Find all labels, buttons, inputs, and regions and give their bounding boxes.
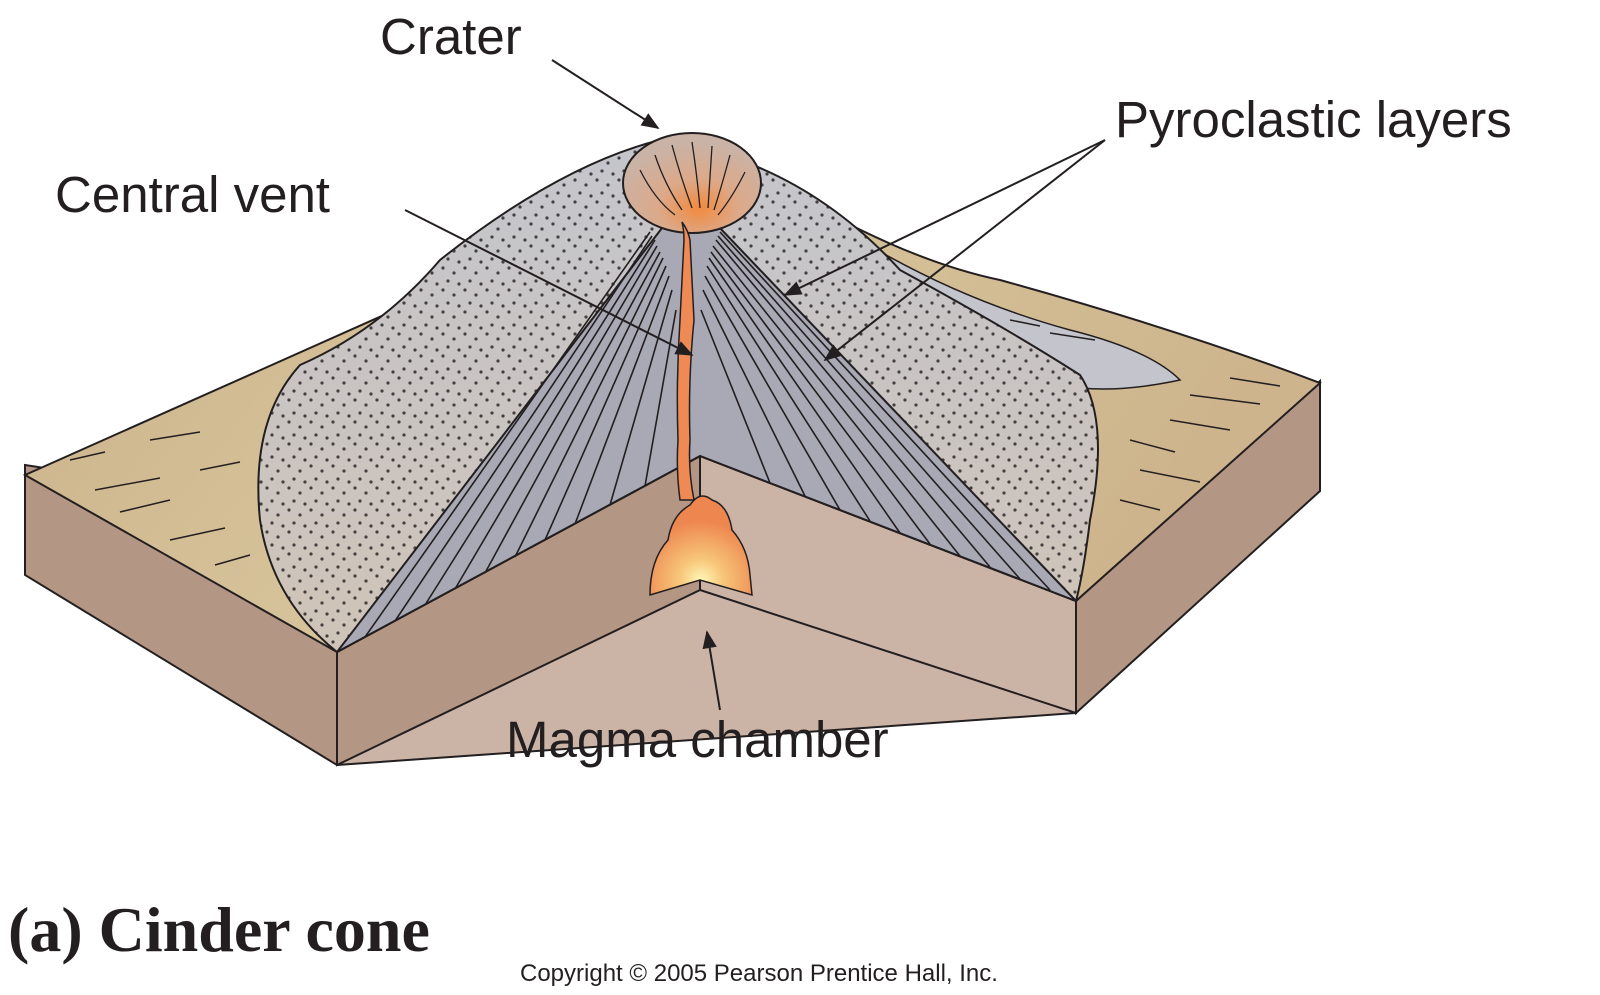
label-magma-chamber: Magma chamber — [506, 711, 889, 768]
leader-lines — [404, 59, 1106, 711]
figure-caption: (a) Cinder cone — [8, 894, 430, 965]
label-pyroclastic-layers: Pyroclastic layers — [1115, 91, 1512, 148]
crater-rim-lines — [639, 141, 746, 216]
ground-texture — [69, 319, 1281, 566]
layer-lines — [364, 231, 1051, 638]
label-central-vent: Central vent — [55, 166, 330, 223]
crater-bowl — [622, 132, 762, 234]
pyroclastic-arrow-lower — [823, 139, 1106, 362]
magma-chamber-arrow — [702, 630, 721, 711]
label-crater: Crater — [380, 8, 522, 65]
magma-chamber — [649, 495, 753, 597]
central-vent-arrow — [404, 209, 694, 356]
copyright-notice: Copyright © 2005 Pearson Prentice Hall, … — [520, 960, 998, 987]
central-vent-conduit — [676, 221, 695, 501]
pyroclastic-arrow-upper — [783, 139, 1106, 296]
crater-arrow — [551, 59, 660, 129]
